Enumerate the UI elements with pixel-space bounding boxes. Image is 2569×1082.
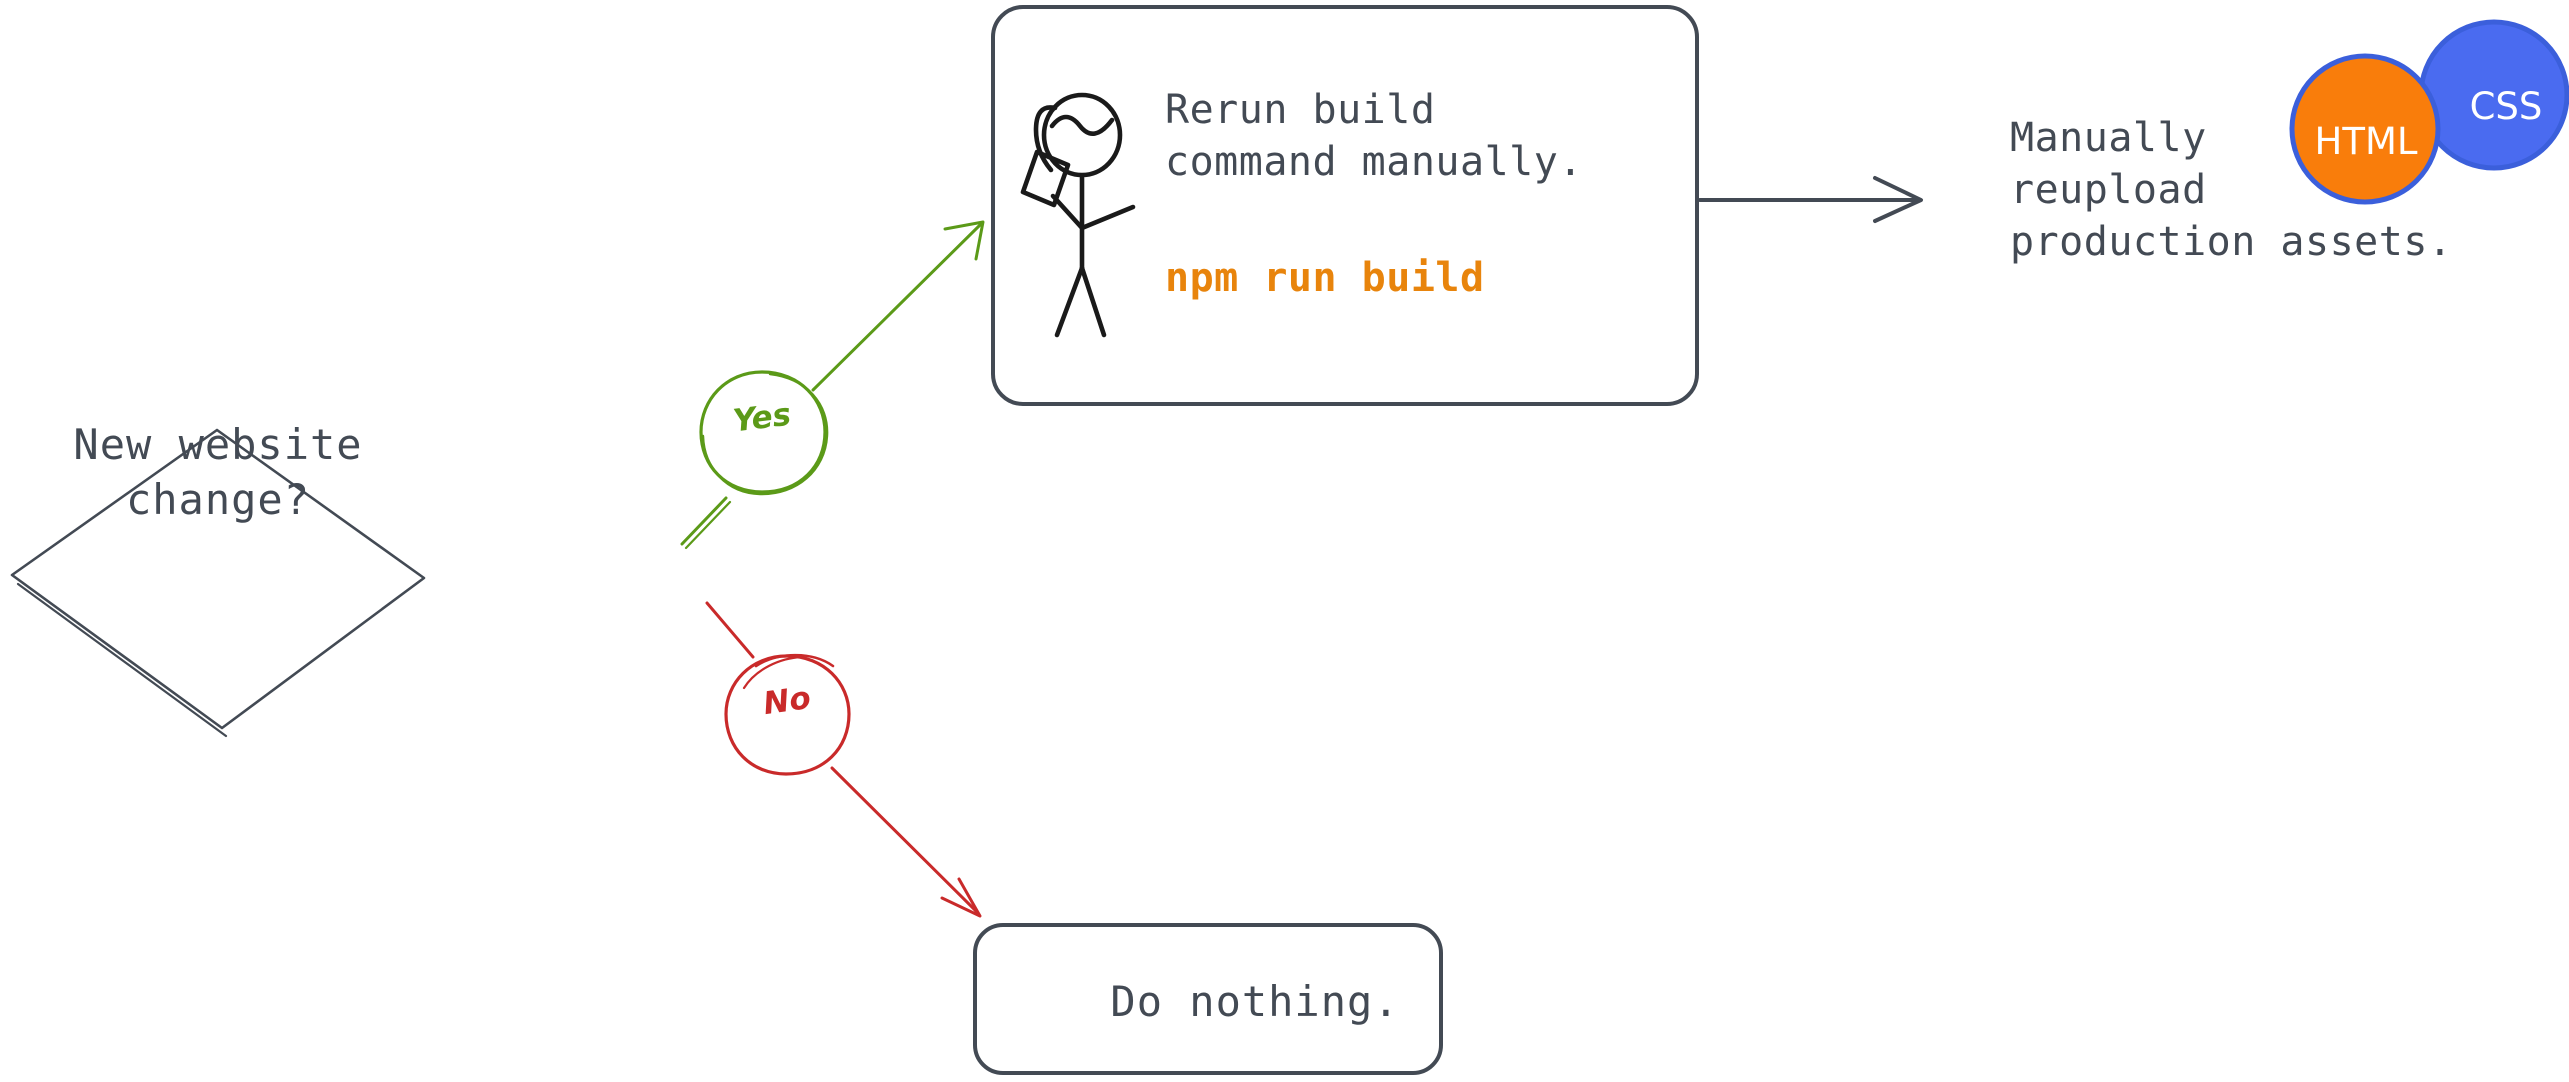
stick-figure-icon [1020, 92, 1136, 338]
decision-label: New website change? [73, 420, 363, 524]
outcome-badges [2289, 19, 2569, 205]
html-badge-label: HTML [2314, 120, 2418, 163]
edge-yes-arrowhead [943, 220, 985, 261]
outcome-label: Manually reupload production assets. [2010, 115, 2453, 265]
edge-process-outcome-arrowhead [1873, 176, 1923, 223]
terminal-label: Do nothing. [1110, 977, 1400, 1026]
edge-yes-stub-sketch [684, 500, 732, 550]
edge-yes-label-circle-sketch [701, 372, 829, 496]
edge-yes[interactable] [680, 220, 985, 550]
edge-no[interactable] [705, 601, 982, 918]
process-command-text: npm run build [1165, 255, 1485, 301]
edge-no-stub [705, 601, 755, 659]
terminal-box-shape [973, 923, 1443, 1075]
decision-diamond-shape [10, 428, 426, 730]
edge-no-label-circle-sketch2 [742, 655, 804, 690]
edge-yes-shaft [811, 223, 982, 392]
decision-diamond-sketch-line [16, 582, 228, 738]
html-badge-circle[interactable] [2289, 53, 2441, 205]
edge-no-label-circle [724, 654, 851, 776]
process-node[interactable] [991, 5, 1699, 406]
edge-yes-label-circle [699, 370, 827, 494]
process-box-shape [991, 5, 1699, 406]
process-label: Rerun build command manually. [1165, 87, 1583, 185]
terminal-node[interactable] [973, 923, 1443, 1075]
decision-node[interactable] [10, 428, 426, 738]
edge-no-arrowhead [940, 877, 982, 918]
edge-no-shaft [830, 766, 979, 914]
edge-yes-stub [680, 496, 728, 546]
css-badge-label: CSS [2469, 85, 2543, 128]
edge-no-label-circle-sketch [754, 653, 835, 668]
edge-process-outcome[interactable] [1698, 176, 1923, 223]
